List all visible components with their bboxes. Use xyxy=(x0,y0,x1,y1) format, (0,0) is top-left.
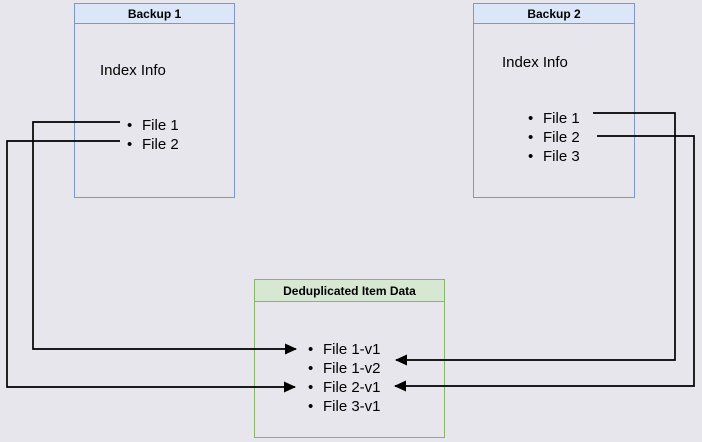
bullet-icon: • xyxy=(528,148,534,165)
backup2-index-label: Index Info xyxy=(502,54,568,71)
item-label: File 1-v1 xyxy=(323,341,381,358)
bullet-icon: • xyxy=(127,136,133,153)
dedup-box: Deduplicated Item Data • File 1-v1 • Fil… xyxy=(254,279,445,438)
bullet-icon: • xyxy=(308,398,314,415)
backup1-index-label: Index Info xyxy=(100,62,166,79)
list-item: • File 2 xyxy=(528,128,580,147)
backup2-box: Backup 2 Index Info • File 1 • File 2 • … xyxy=(473,3,635,198)
list-item: • File 2 xyxy=(127,135,179,154)
backup1-title: Backup 1 xyxy=(75,4,234,24)
list-item: • File 1-v1 xyxy=(308,340,381,359)
file-label: File 2 xyxy=(142,136,179,153)
bullet-icon: • xyxy=(308,341,314,358)
item-label: File 1-v2 xyxy=(323,360,381,377)
list-item: • File 1 xyxy=(127,116,179,135)
backup2-title: Backup 2 xyxy=(474,4,634,24)
list-item: • File 3 xyxy=(528,147,580,166)
list-item: • File 1 xyxy=(528,109,580,128)
list-item: • File 3-v1 xyxy=(308,397,381,416)
list-item: • File 1-v2 xyxy=(308,359,381,378)
bullet-icon: • xyxy=(308,360,314,377)
item-label: File 3-v1 xyxy=(323,398,381,415)
bullet-icon: • xyxy=(308,379,314,396)
file-label: File 1 xyxy=(142,117,179,134)
file-label: File 3 xyxy=(543,148,580,165)
dedup-title: Deduplicated Item Data xyxy=(255,280,444,302)
bullet-icon: • xyxy=(528,129,534,146)
bullet-icon: • xyxy=(528,110,534,127)
backup1-file-list: • File 1 • File 2 xyxy=(127,116,179,154)
file-label: File 2 xyxy=(543,129,580,146)
backup2-file-list: • File 1 • File 2 • File 3 xyxy=(528,109,580,166)
list-item: • File 2-v1 xyxy=(308,378,381,397)
item-label: File 2-v1 xyxy=(323,379,381,396)
bullet-icon: • xyxy=(127,117,133,134)
dedup-item-list: • File 1-v1 • File 1-v2 • File 2-v1 • Fi… xyxy=(308,340,381,416)
backup1-box: Backup 1 Index Info • File 1 • File 2 xyxy=(74,3,235,198)
file-label: File 1 xyxy=(543,110,580,127)
